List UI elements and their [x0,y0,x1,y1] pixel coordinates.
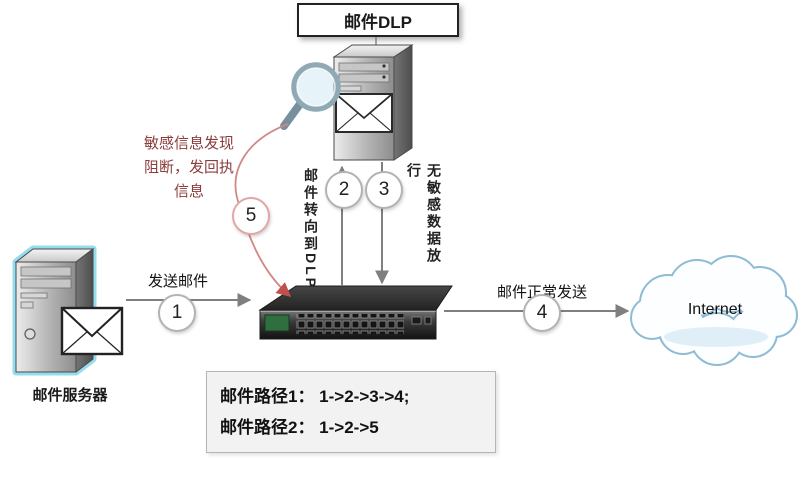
step-number-5: 5 [245,205,257,226]
legend-box: 邮件路径1： 1->2->3->4; 邮件路径2： 1->2->5 [206,371,496,453]
step-number-3: 3 [378,179,390,200]
label-redirect-to-dlp: 邮件转向到DLP [303,168,319,290]
legend-line-1: 邮件路径1： 1->2->3->4; [220,387,410,406]
label-send-mail: 发送邮件 [147,273,208,290]
label-sensitive-blocked: 敏感信息发现 阻断，发回执 信息 [143,135,234,200]
internet-cloud [630,255,798,366]
label-normal-send: 邮件正常发送 [496,284,587,301]
step-circle-2: 2 [325,171,363,209]
dlp-title-box: 邮件DLP [297,3,459,37]
label-no-sensitive-release: 无敏感数据放行 [406,163,442,265]
dlp-envelope-icon [335,93,393,133]
mail-server-label: 邮件服务器 [32,387,108,404]
mail-envelope-icon [60,306,124,356]
step-circle-4: 4 [523,294,561,332]
step-circle-3: 3 [365,171,403,209]
dlp-title-label: 邮件DLP [344,12,412,32]
legend-line-2: 邮件路径2： 1->2->5 [220,418,379,437]
step-number-2: 2 [338,179,350,200]
switch-icon [258,285,453,340]
step-number-4: 4 [536,302,548,323]
step-circle-5: 5 [232,197,270,235]
step-number-1: 1 [171,302,183,323]
magnifier-icon [280,62,341,130]
step-circle-1: 1 [158,294,196,332]
internet-label: Internet [687,301,743,318]
